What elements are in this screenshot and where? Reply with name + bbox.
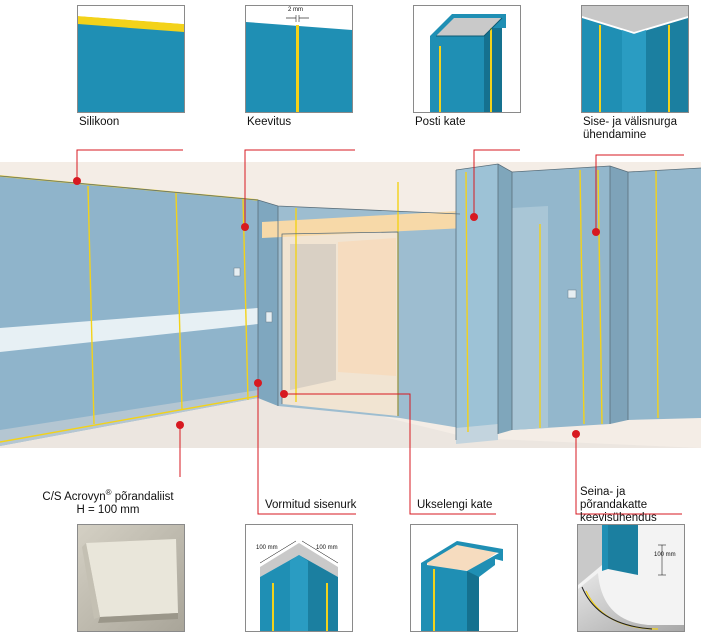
dimension-100mm-right: 100 mm [316, 545, 338, 551]
caption-porandaliist-line1: C/S Acrovyn [42, 490, 106, 503]
caption-sisenurk: Vormitud sisenurk [265, 499, 357, 511]
detail-nurga-image [581, 5, 689, 113]
detail-sisenurk-image: 100 mm 100 mm [245, 524, 353, 632]
caption-porandaliist-tail: põrandaliist [111, 490, 174, 503]
caption-porandaliist-line2: H = 100 mm [76, 503, 140, 516]
detail-posti-kate-image [413, 5, 521, 113]
caption-posti-kate: Posti kate [415, 116, 466, 128]
caption-keevisuhendus: Seina- ja põrandakatte keevisühendus [580, 486, 657, 524]
caption-silikoon: Silikoon [79, 116, 120, 128]
caption-keevitus: Keevitus [247, 116, 292, 128]
detail-keevisuhendus-image: 100 mm [577, 524, 685, 632]
caption-nurga: Sise- ja välisnurga ühendamine [583, 116, 677, 141]
dimension-100mm: 100 mm [654, 552, 676, 558]
registered-mark: ® [105, 488, 112, 497]
caption-ukselengi: Ukselengi kate [417, 499, 493, 511]
detail-porandaliist-image [77, 524, 185, 632]
room-illustration [0, 162, 701, 448]
detail-keevitus-image: 2 mm [245, 5, 353, 113]
caption-porandaliist: C/S Acrovyn® põrandaliist H = 100 mm [33, 486, 183, 517]
detail-silikoon-image [77, 5, 185, 113]
dimension-2mm: 2 mm [288, 7, 303, 13]
dimension-100mm-left: 100 mm [256, 545, 278, 551]
detail-ukselengi-image [410, 524, 518, 632]
